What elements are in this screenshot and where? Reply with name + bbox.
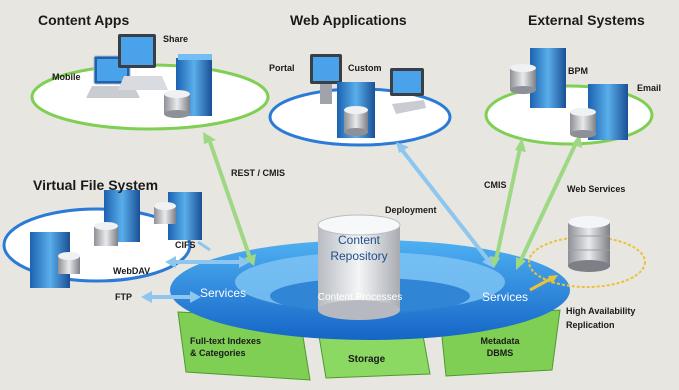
custom-monitor-icon: [390, 68, 426, 114]
metadata-label-line1: Metadata: [480, 336, 520, 346]
ha-database-icon: [568, 216, 610, 272]
bpm-label: BPM: [568, 66, 588, 76]
services-right-label: Services: [482, 290, 529, 304]
rest-cmis-label: REST / CMIS: [231, 168, 286, 178]
storage-label: Storage: [348, 354, 386, 365]
arrow-cmis: [490, 138, 526, 268]
arrow-webdav: [165, 256, 250, 268]
portal-monitor-icon: [310, 54, 342, 104]
fulltext-label-line1: Full-text Indexes: [190, 336, 262, 346]
webdav-label: WebDAV: [113, 266, 151, 276]
services-left-label: Services: [200, 286, 247, 300]
share-monitor-icon: [118, 34, 168, 90]
share-label: Share: [163, 34, 189, 44]
email-label: Email: [637, 83, 662, 93]
vfs-database-3-icon: [58, 252, 80, 274]
ftp-label: FTP: [115, 292, 132, 302]
vfs-database-2-icon: [154, 202, 176, 224]
repository-label-line1: Content: [337, 233, 381, 247]
external-title: External Systems: [528, 12, 645, 28]
web-apps-title: Web Applications: [290, 12, 407, 28]
arrow-cifs: [197, 240, 211, 252]
cifs-label: CIFS: [175, 240, 196, 250]
arrow-ftp: [141, 291, 201, 303]
mobile-label: Mobile: [52, 72, 81, 82]
web-database-icon: [344, 106, 368, 136]
repository-label-line2: Repository: [330, 249, 388, 263]
fulltext-label-line2: & Categories: [190, 348, 246, 358]
portal-label: Portal: [269, 63, 295, 73]
deployment-label: Deployment: [385, 205, 437, 215]
ha-label-line1: High Availability: [566, 306, 636, 316]
cmis-label: CMIS: [484, 180, 507, 190]
content-repository-cylinder: [317, 214, 401, 320]
email-database-icon: [570, 108, 596, 138]
vfs-database-1-icon: [94, 222, 118, 246]
metadata-label-line2: DBMS: [486, 348, 514, 358]
content-processes-label: Content Processes: [317, 292, 403, 303]
custom-label: Custom: [348, 63, 382, 73]
vfs-title: Virtual File System: [33, 177, 159, 193]
arrow-ha: [529, 275, 558, 292]
database-icon: [164, 90, 190, 118]
web-services-label: Web Services: [567, 184, 626, 194]
arrow-rest-cmis: [203, 132, 256, 266]
ha-label-line2: Replication: [566, 320, 615, 330]
content-apps-title: Content Apps: [38, 12, 130, 28]
dbms-icon: [510, 64, 536, 94]
arrow-web-services: [516, 134, 582, 270]
